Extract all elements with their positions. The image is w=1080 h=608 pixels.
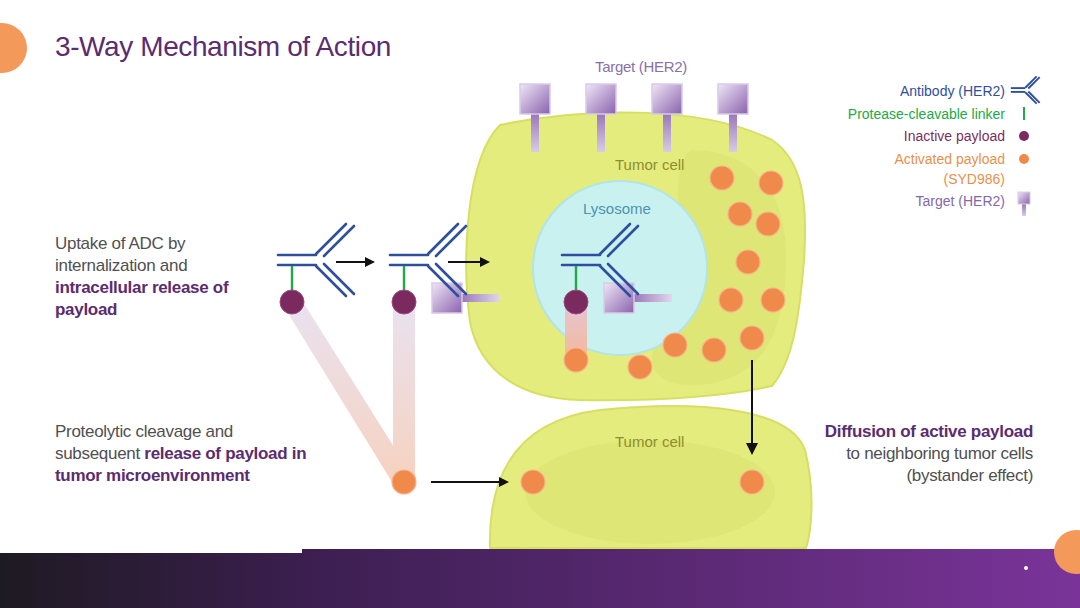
footer-strip — [0, 545, 302, 553]
payload-trail — [393, 302, 415, 482]
legend-swatch — [1019, 131, 1029, 141]
legend-swatch — [1019, 154, 1029, 164]
annotation-text: to neighboring tumor cells (bystander ef… — [785, 443, 1033, 487]
legend-text: Inactive payload — [805, 126, 1005, 146]
annotation-block: Uptake of ADC by internalization and int… — [55, 233, 237, 321]
annotation-block: Target (HER2) — [560, 57, 722, 77]
antibody — [278, 224, 354, 296]
legend-target-sample — [1018, 192, 1030, 216]
legend-text: Target (HER2) — [805, 191, 1005, 211]
node-label: Tumor cell — [615, 156, 684, 173]
legend-text: Activated payload (SYD986) — [883, 149, 1005, 190]
emphasis-text: Diffusion of active payload — [785, 421, 1033, 443]
legend-antibody-sample — [1011, 76, 1040, 103]
cell-outline — [490, 406, 812, 548]
annotation-block: Diffusion of active payloadto neighborin… — [785, 421, 1033, 487]
annotation-text: Uptake of ADC by internalization and — [55, 234, 187, 275]
node-shape — [488, 405, 814, 548]
legend-text: Antibody (HER2) — [805, 81, 1005, 101]
antibody — [390, 224, 466, 296]
legend-linker-sample — [1023, 107, 1025, 120]
cell-outline — [466, 112, 805, 400]
node-label: Lysosome — [583, 200, 651, 217]
inactive-payload — [280, 290, 304, 314]
tumor-cell: Tumor cellLysosome — [465, 105, 812, 402]
emphasis-text: intracellular release of payload — [55, 278, 228, 319]
footer-dot — [1024, 566, 1028, 570]
lysosome: Lysosome — [532, 180, 708, 356]
step-arrow — [431, 481, 507, 483]
tumor-cell: Tumor cell — [488, 405, 814, 548]
annotation-block: Proteolytic cleavage and subsequent rele… — [55, 421, 313, 487]
footer-band — [0, 549, 1080, 608]
legend-text: Protease-cleavable linker — [805, 104, 1005, 124]
annotation-text: Target (HER2) — [595, 58, 687, 75]
corner-dot — [1054, 530, 1080, 574]
corner-dot — [0, 23, 27, 73]
step-arrow — [336, 261, 373, 263]
lysosome-outline — [533, 181, 707, 355]
slide-title: 3-Way Mechanism of Action — [55, 31, 391, 63]
node-label: Tumor cell — [615, 433, 684, 450]
inactive-payload — [392, 290, 416, 314]
cell-inner — [525, 440, 775, 544]
